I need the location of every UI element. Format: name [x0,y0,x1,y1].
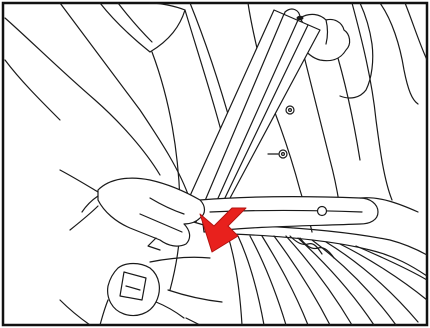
jacket-button-2 [279,150,287,158]
jacket-button-1 [286,106,294,114]
fingernail-2 [297,16,304,20]
belt-grommet [318,207,327,216]
